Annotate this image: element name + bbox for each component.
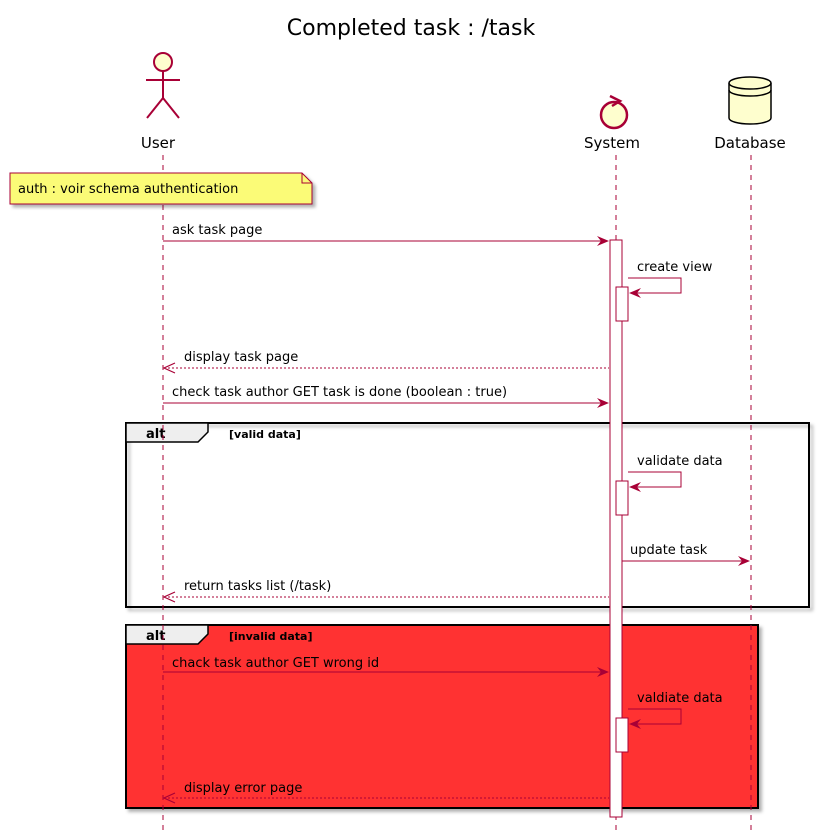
- message-create-view: create view: [628, 260, 713, 298]
- alt-keyword: alt: [146, 427, 165, 442]
- message-check-task-author: check task author GET task is done (bool…: [163, 385, 609, 408]
- message-label: validate data: [637, 454, 723, 469]
- alt-condition: [invalid data]: [229, 630, 312, 643]
- message-label: valdiate data: [637, 691, 723, 706]
- alt-frame-valid: alt [valid data]: [125, 422, 810, 608]
- activation-bar-main: [609, 239, 623, 818]
- message-return-tasks-list: return tasks list (/task): [162, 579, 609, 603]
- message-label: display error page: [184, 781, 302, 796]
- message-validate-data: validate data: [628, 454, 723, 492]
- alt-keyword: alt: [146, 629, 165, 644]
- message-label: return tasks list (/task): [184, 579, 331, 594]
- message-display-error-page: display error page: [162, 781, 609, 804]
- participant-user: User: [141, 52, 180, 152]
- alt-condition: [valid data]: [229, 428, 301, 441]
- message-label: create view: [637, 260, 713, 275]
- message-label: ask task page: [172, 223, 262, 238]
- message-label: display task page: [184, 350, 298, 365]
- message-valdiate-data: valdiate data: [628, 691, 723, 729]
- note-text: auth : voir schema authentication: [18, 182, 238, 197]
- message-display-task-page: display task page: [162, 350, 609, 374]
- activation-bar-valdiate: [615, 717, 629, 753]
- diagram-title: Completed task : /task: [287, 16, 536, 41]
- participant-label: System: [584, 134, 640, 152]
- activation-bar-create-view: [615, 286, 629, 322]
- message-label: check task author GET task is done (bool…: [172, 385, 507, 400]
- message-label: update task: [630, 543, 708, 558]
- activation-bar-validate: [615, 480, 629, 516]
- message-chack-task-author: chack task author GET wrong id: [163, 656, 609, 677]
- message-label: chack task author GET wrong id: [172, 656, 379, 671]
- alt-invalid-background: [125, 624, 759, 809]
- message-ask-task-page: ask task page: [163, 223, 609, 246]
- participant-database: Database: [714, 76, 786, 152]
- message-update-task: update task: [622, 543, 750, 566]
- note-auth: auth : voir schema authentication: [9, 172, 313, 205]
- participant-label: User: [141, 134, 176, 152]
- participant-label: Database: [714, 134, 786, 152]
- database-icon: [728, 76, 772, 125]
- participant-system: System: [584, 94, 640, 152]
- actor-icon: [146, 52, 180, 119]
- alt-frame-invalid: alt [invalid data]: [125, 624, 759, 809]
- control-icon: [599, 94, 629, 130]
